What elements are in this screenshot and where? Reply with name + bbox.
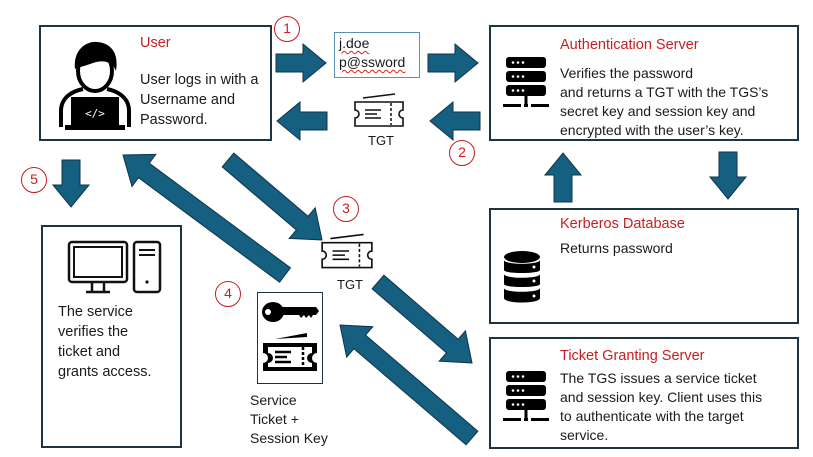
service-box: The service verifies the ticket and gran… — [41, 225, 182, 448]
user-description: User logs in with a Username and Passwor… — [140, 72, 259, 128]
kerberos-db-description: Returns password — [560, 240, 673, 256]
tgs-line: The TGS issues a service ticket — [560, 370, 757, 386]
arrow-tgt-to-tgs — [371, 274, 473, 364]
service-line: verifies the — [58, 324, 129, 340]
step-5-badge: 5 — [21, 167, 47, 193]
password-value: p@ssword — [339, 54, 406, 70]
user-box: </> User User logs in with a Username an… — [39, 25, 272, 141]
step-1-badge: 1 — [274, 16, 300, 42]
arrow-user-to-credentials — [275, 42, 327, 84]
key-icon — [262, 302, 319, 322]
service-line: grants access. — [58, 364, 152, 380]
computer-icon — [67, 240, 162, 294]
tgt-ticket-icon — [354, 93, 404, 127]
arrow-user-to-tgt — [221, 152, 323, 241]
arrow-auth-to-tgt — [429, 100, 481, 142]
arrow-auth-to-db — [708, 151, 748, 200]
username-value: j.doe — [339, 35, 370, 51]
arrow-credentials-to-auth — [427, 42, 479, 84]
kerberos-db-title: Kerberos Database — [560, 216, 685, 232]
server-icon — [503, 371, 549, 421]
service-ticket-line: Ticket + — [250, 411, 299, 427]
kerberos-db-box: Kerberos Database Returns password — [489, 208, 799, 324]
tgs-line: service. — [560, 427, 609, 443]
arrow-tgs-to-service-ticket — [339, 324, 479, 446]
arrow-db-to-auth — [543, 152, 583, 203]
tgt-label-top: TGT — [368, 133, 394, 148]
service-description: The service verifies the ticket and gran… — [58, 302, 152, 382]
svg-text:</>: </> — [85, 107, 105, 120]
auth-server-line: secret key and session key and — [560, 103, 756, 119]
arrow-to-service — [51, 159, 91, 208]
service-ticket-box — [257, 292, 323, 384]
tgs-description: The TGS issues a service ticket and sess… — [560, 369, 762, 445]
tgs-line: to authenticate with the target — [560, 408, 744, 424]
tgt-label-mid: TGT — [337, 277, 363, 292]
service-ticket-line: Service — [250, 392, 297, 408]
tgs-box: Ticket Granting Server The TGS issues a … — [489, 337, 799, 449]
tgs-line: and session key. Client uses this — [560, 389, 763, 405]
auth-server-line: Verifies the password — [560, 65, 694, 81]
arrow-tgt-to-user — [276, 100, 328, 142]
step-3-badge: 3 — [333, 196, 359, 222]
auth-server-line: encrypted with the user’s key. — [560, 122, 744, 138]
auth-server-box: Authentication Server Verifies the passw… — [489, 25, 799, 141]
step-2-badge: 2 — [449, 140, 475, 166]
auth-server-title: Authentication Server — [560, 37, 699, 53]
user-laptop-icon: </> — [59, 41, 131, 130]
server-icon — [503, 57, 549, 107]
ticket-icon — [263, 333, 317, 371]
user-title: User — [140, 35, 171, 51]
credentials-box: j.doe p@ssword — [334, 32, 420, 78]
service-ticket-line: Session Key — [250, 430, 328, 446]
database-icon — [504, 251, 540, 303]
auth-server-description: Verifies the password and returns a TGT … — [560, 64, 768, 140]
step-4-badge: 4 — [215, 281, 241, 307]
service-ticket-label: Service Ticket + Session Key — [250, 391, 328, 448]
tgt-ticket-icon-mid — [321, 233, 373, 269]
arrow-service-ticket-to-user — [122, 153, 292, 283]
auth-server-line: and returns a TGT with the TGS’s — [560, 84, 769, 100]
service-line: ticket and — [58, 344, 121, 360]
tgs-title: Ticket Granting Server — [560, 348, 705, 364]
service-line: The service — [58, 304, 133, 320]
